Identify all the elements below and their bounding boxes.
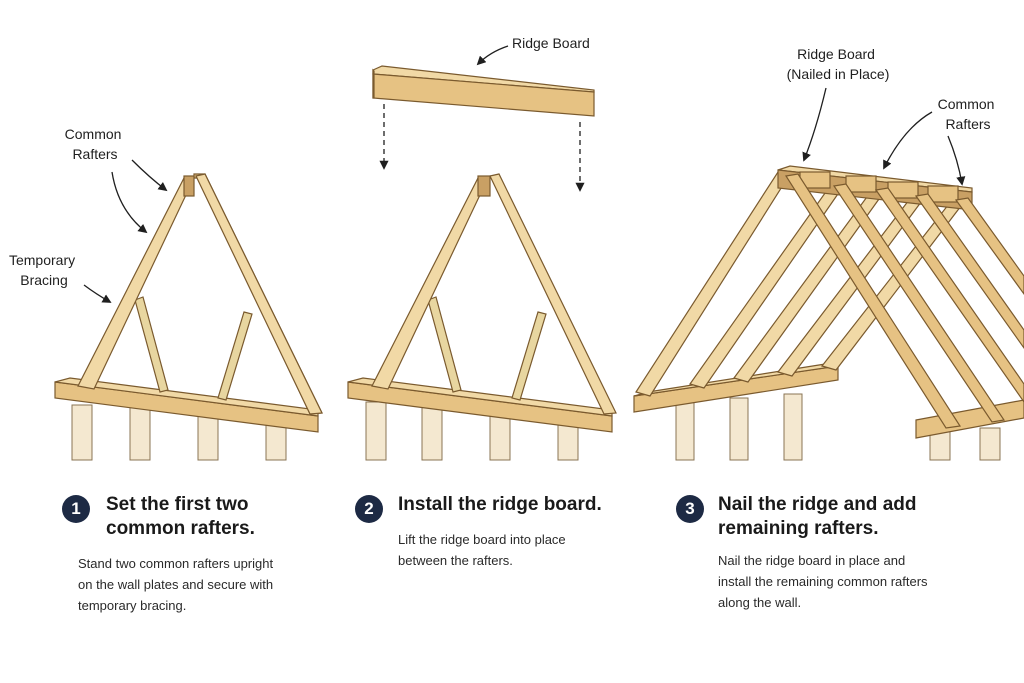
ridge-board-label: Ridge Board <box>512 35 590 51</box>
step-1-title: Set the first two common rafters. <box>106 494 255 539</box>
common-rafters <box>77 173 323 415</box>
arrow-to-rafter-left <box>111 171 148 234</box>
wall-posts-3 <box>675 393 1001 461</box>
panel-3-illustration <box>633 165 1024 461</box>
wall-posts-2 <box>365 401 579 461</box>
arrow-to-bracing <box>83 284 112 303</box>
step-3-title: Nail the ridge and add remaining rafters… <box>718 494 917 539</box>
rafters-left-slope <box>635 171 966 397</box>
arrow-to-rafter-top <box>131 159 168 192</box>
wall-plate <box>54 377 319 433</box>
step-1-description: Stand two common rafters upright on the … <box>78 556 274 613</box>
step-3-description: Nail the ridge board in place and instal… <box>718 553 928 610</box>
ridge-board-lifted <box>372 65 595 117</box>
rafters-right-slope <box>785 173 1024 429</box>
temporary-bracing-label: Temporary Bracing <box>9 252 79 288</box>
arrow-to-rafters-3a <box>883 111 933 170</box>
panel-2-illustration <box>347 65 617 461</box>
temporary-bracing-2 <box>427 296 547 401</box>
step-2-number-badge: 2 <box>355 495 383 523</box>
common-rafters-label-3: Common Rafters <box>938 96 999 132</box>
ridge-board-nailed-label: Ridge Board (Nailed in Place) <box>787 46 890 82</box>
common-rafters-2 <box>371 173 617 415</box>
arrow-to-nailed-ridge <box>802 87 827 162</box>
step-1-number-badge: 1 <box>62 495 90 523</box>
arrow-to-ridge-board <box>476 45 509 66</box>
temporary-bracing <box>134 296 253 401</box>
step-2-title: Install the ridge board. <box>398 494 602 515</box>
wall-plate-2 <box>347 377 613 433</box>
panel-1-illustration <box>54 173 323 461</box>
arrow-to-rafters-3b <box>947 135 966 186</box>
step-2-description: Lift the ridge board into place between … <box>398 532 566 568</box>
common-rafters-label-1: Common Rafters <box>65 126 126 162</box>
step-3-number-badge: 3 <box>676 495 704 523</box>
